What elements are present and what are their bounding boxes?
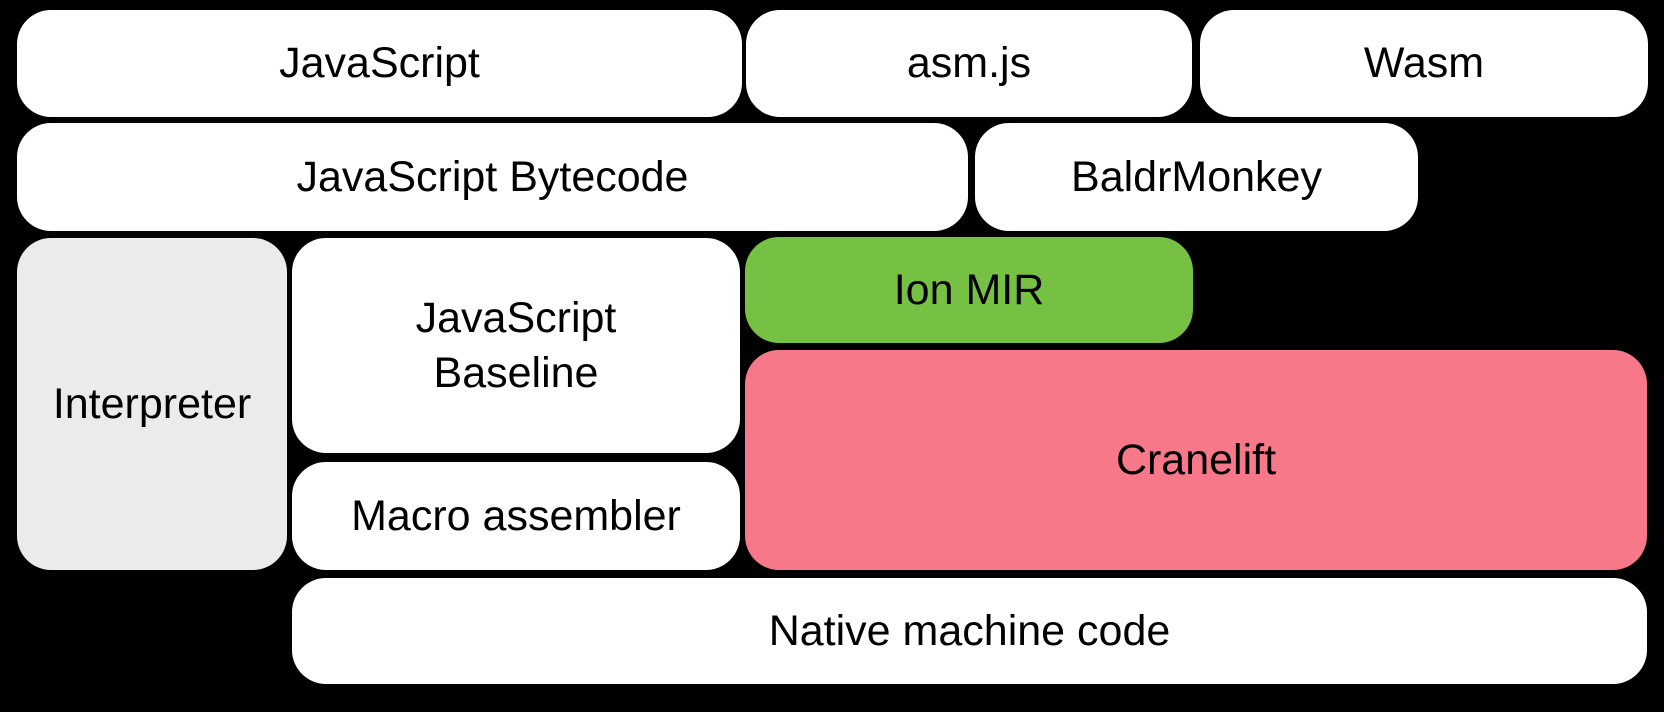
javascript-bytecode-box: JavaScript Bytecode xyxy=(17,123,968,231)
asmjs-box: asm.js xyxy=(746,10,1192,117)
native-machine-code-box: Native machine code xyxy=(292,578,1647,684)
wasm-box: Wasm xyxy=(1200,10,1648,117)
macro-assembler-box: Macro assembler xyxy=(292,462,740,570)
interpreter-box: Interpreter xyxy=(17,238,287,570)
ion-mir-box: Ion MIR xyxy=(745,237,1193,343)
baldrmonkey-box: BaldrMonkey xyxy=(975,123,1418,231)
javascript-box: JavaScript xyxy=(17,10,742,117)
cranelift-box: Cranelift xyxy=(745,350,1647,570)
javascript-baseline-box: JavaScript Baseline xyxy=(292,238,740,453)
